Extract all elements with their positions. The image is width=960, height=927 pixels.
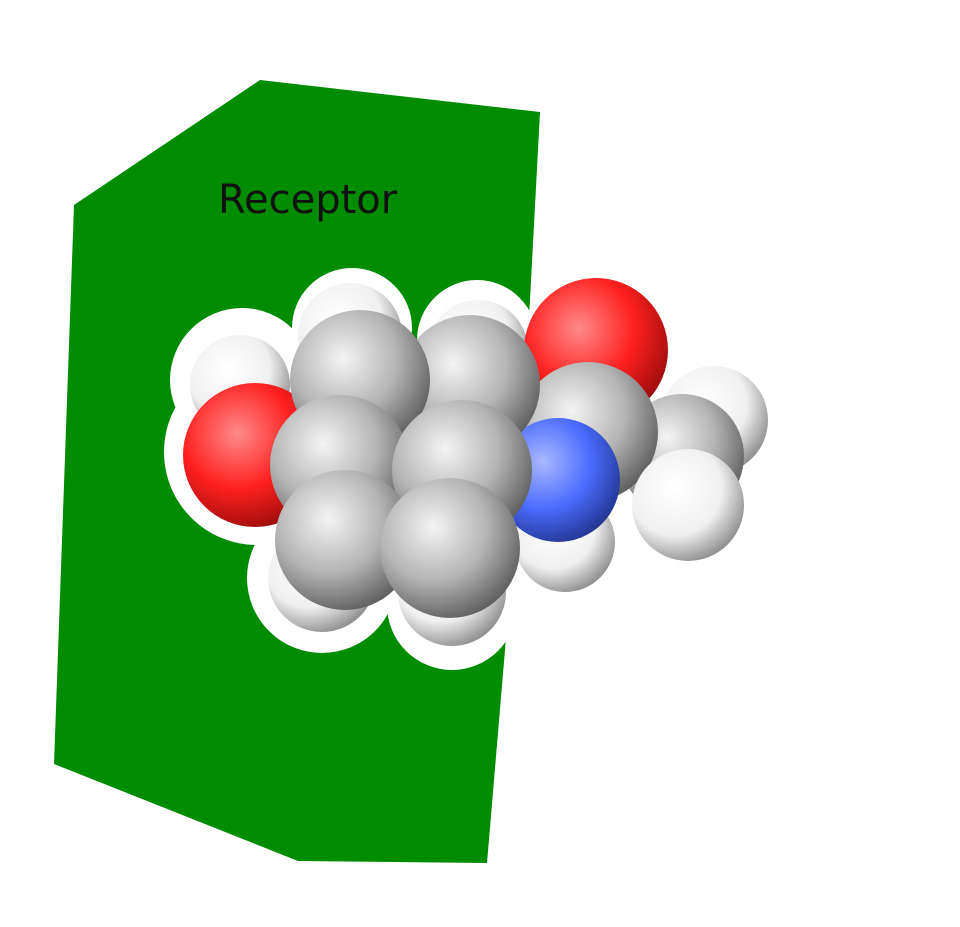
carbon-atom — [275, 470, 415, 610]
receptor-label: Receptor — [218, 177, 398, 223]
hydrogen-atom — [632, 449, 744, 561]
carbon-atom — [380, 478, 520, 618]
ligand-molecule — [183, 278, 768, 646]
